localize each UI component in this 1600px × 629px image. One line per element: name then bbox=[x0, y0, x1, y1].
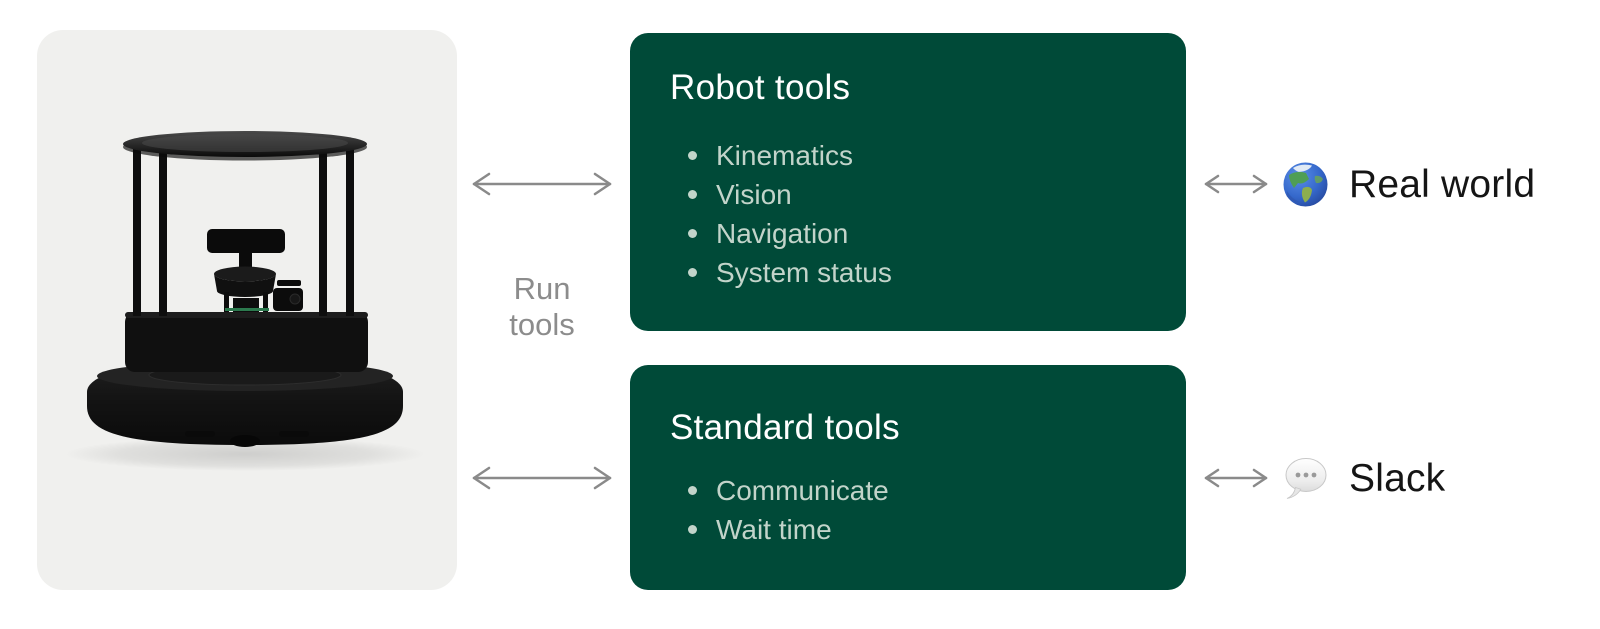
robot-camera-stem bbox=[239, 251, 252, 271]
robot-disc-highlight bbox=[142, 134, 348, 152]
robot-mast-leg bbox=[224, 292, 229, 312]
robot-pole bbox=[319, 142, 327, 316]
robot-deck bbox=[125, 312, 368, 372]
robot-base-detail bbox=[279, 431, 309, 437]
robot-shadow bbox=[65, 437, 425, 471]
robot-tools-title: Robot tools bbox=[670, 68, 851, 107]
robot-tools-list: Kinematics Vision Navigation System stat… bbox=[688, 136, 1186, 292]
tool-list-item: Navigation bbox=[688, 214, 1186, 253]
robot-base-detail bbox=[185, 431, 215, 437]
robot-pcb-strip bbox=[225, 308, 269, 311]
double-arrow-icon bbox=[470, 169, 614, 199]
endpoint-label-slack: Slack bbox=[1349, 456, 1446, 500]
speech-balloon-icon bbox=[1282, 455, 1329, 502]
endpoint-label-real-world: Real world bbox=[1349, 162, 1536, 206]
double-arrow-icon bbox=[1203, 466, 1269, 490]
standard-tools-title: Standard tools bbox=[670, 408, 900, 447]
double-arrow-icon bbox=[470, 463, 614, 493]
slack-endpoint: Slack bbox=[1282, 452, 1445, 504]
robot-pole bbox=[159, 142, 167, 316]
tool-list-item: Kinematics bbox=[688, 136, 1186, 175]
robot-camera-head bbox=[207, 229, 285, 253]
run-tools-label: Run tools bbox=[470, 271, 614, 343]
robot-cylinder-top bbox=[214, 266, 276, 282]
robot-image-card bbox=[37, 30, 457, 590]
robot-sensor-bracket bbox=[277, 280, 301, 286]
robot-sensor-lens bbox=[289, 293, 301, 305]
tool-list-item: Communicate bbox=[688, 471, 1186, 510]
robot-deck-edge bbox=[125, 312, 368, 318]
standard-tools-box: Standard tools Communicate Wait time bbox=[630, 365, 1186, 590]
robot-mast-leg bbox=[263, 292, 268, 312]
robot-caster bbox=[230, 435, 260, 447]
robot-cylinder bbox=[214, 274, 276, 297]
tool-list-item: Wait time bbox=[688, 510, 1186, 549]
globe-icon bbox=[1282, 161, 1329, 208]
real-world-endpoint: Real world bbox=[1282, 158, 1535, 210]
run-tools-line2: tools bbox=[509, 307, 575, 342]
robot-tools-box: Robot tools Kinematics Vision Navigation… bbox=[630, 33, 1186, 331]
robot-illustration bbox=[65, 131, 425, 471]
tool-list-item: Vision bbox=[688, 175, 1186, 214]
robot-pole bbox=[133, 142, 141, 316]
double-arrow-icon bbox=[1203, 172, 1269, 196]
tool-list-item: System status bbox=[688, 253, 1186, 292]
robot-pole bbox=[346, 142, 354, 316]
standard-tools-list: Communicate Wait time bbox=[688, 471, 1186, 549]
run-tools-line1: Run bbox=[513, 271, 571, 306]
